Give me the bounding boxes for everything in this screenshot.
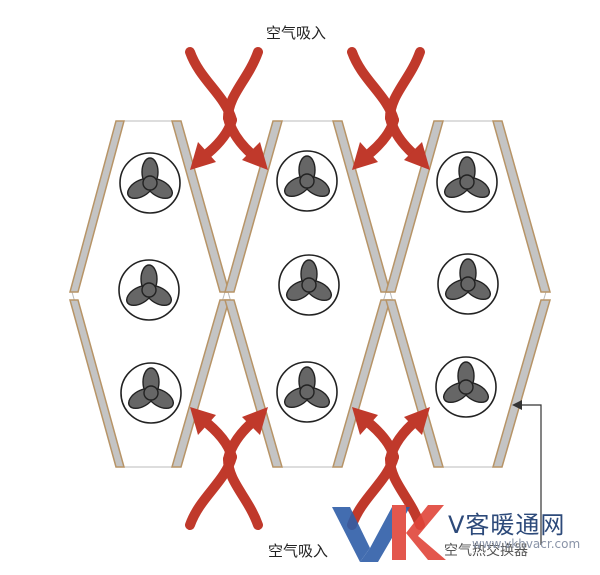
fan-icon (437, 253, 499, 315)
heat-exchanger-cell (69, 120, 230, 468)
pointer-arrow-icon (512, 400, 542, 545)
fan-icon (436, 151, 498, 213)
exchanger-panel (492, 299, 551, 468)
exchanger-panel (69, 299, 125, 468)
fan-icon (119, 152, 181, 214)
air-intake-label: 空气吸入 (266, 24, 327, 42)
fan-icon (276, 361, 338, 423)
airflow-arrow-icon (185, 47, 268, 170)
watermark-logo (332, 505, 446, 562)
heat-exchanger-cell (224, 120, 391, 468)
exchanger-panel (224, 120, 283, 293)
heat-exchanger-label: 空气热交换器 (444, 543, 528, 559)
airflow-arrow-icon (347, 407, 430, 530)
exchanger-panel (385, 299, 444, 468)
exchanger-panel (385, 120, 444, 293)
fan-icon (118, 259, 180, 321)
watermark-url: www.vkhvacr.com (472, 537, 581, 551)
fan-icon (276, 150, 338, 212)
heat-exchanger-cell (385, 120, 551, 468)
air-intake-label: 空气吸入 (268, 542, 329, 560)
exchanger-panel (69, 120, 125, 293)
fan-icon (120, 362, 182, 424)
fan-icon (435, 356, 497, 418)
airflow-arrow-icon (185, 407, 268, 530)
airflow-arrow-icon (347, 47, 430, 170)
watermark-brand: V客暖通网 (448, 511, 566, 539)
exchanger-panel (492, 120, 551, 293)
fan-icon (278, 254, 340, 316)
